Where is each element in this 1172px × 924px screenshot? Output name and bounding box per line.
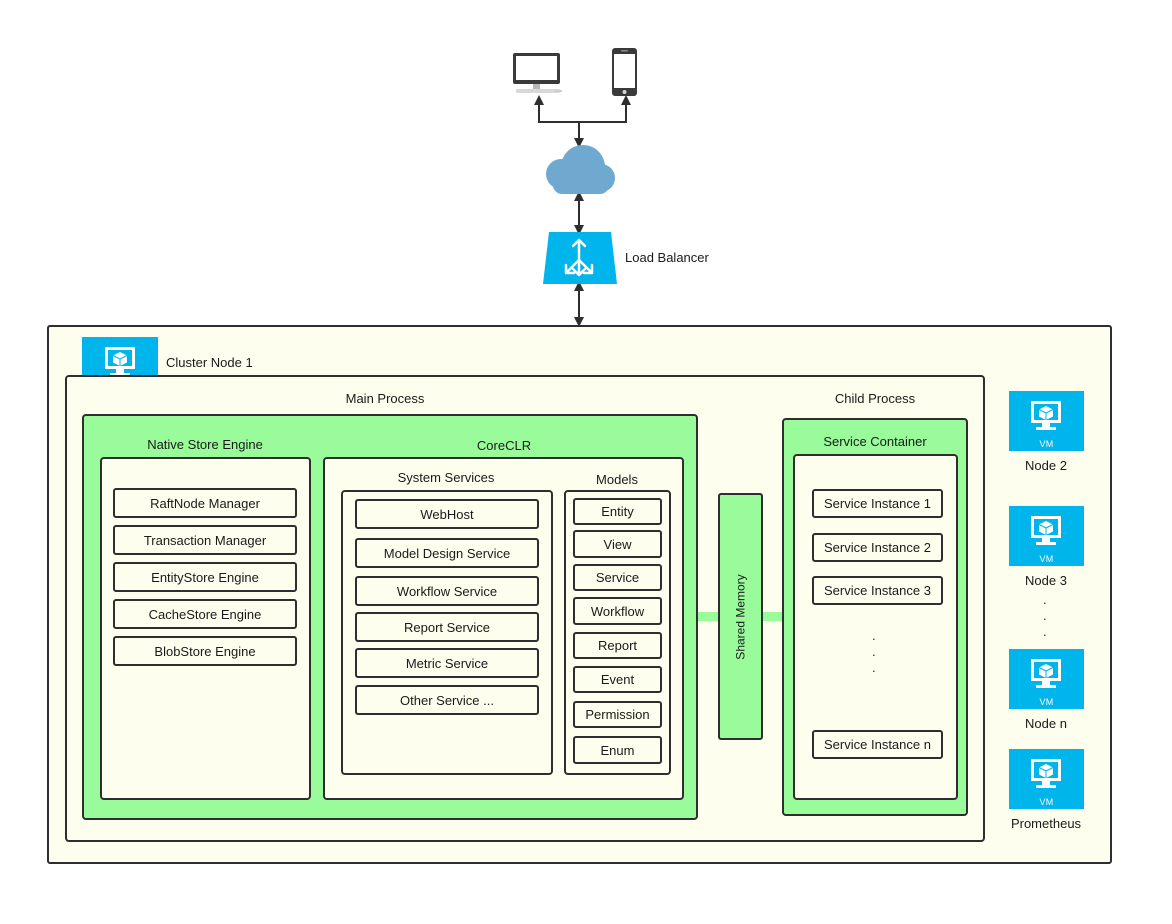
models-title: Models [596,472,638,487]
child-process-label: Child Process [834,391,916,406]
shared-memory-label: Shared Memory [733,573,748,660]
model-item: Workflow [573,597,662,625]
load-balancer-label: Load Balancer [625,250,709,265]
system-services-title: System Services [397,470,495,485]
native-store-item: RaftNode Manager [113,488,297,518]
shared-memory-panel: Shared Memory [718,493,763,740]
node-3-vm-icon: VM [1009,506,1084,566]
native-store-item: CacheStore Engine [113,599,297,629]
nodes-ellipsis: . . . [1043,592,1047,639]
model-item: Enum [573,736,662,764]
system-service-item: Workflow Service [355,576,539,606]
vm-badge: VM [1039,797,1054,807]
native-store-title: Native Store Engine [147,437,263,452]
vm-badge: VM [1039,697,1054,707]
native-store-item: BlobStore Engine [113,636,297,666]
load-balancer-icon [541,232,619,284]
system-service-item: Report Service [355,612,539,642]
service-instance-item: Service Instance 2 [812,533,943,562]
service-instance-item: Service Instance n [812,730,943,759]
cloud-icon [539,144,619,196]
shared-memory-link-left [698,612,719,621]
coreclr-title: CoreCLR [476,438,532,453]
model-item: Event [573,666,662,693]
system-service-item: Other Service ... [355,685,539,715]
system-service-item: Metric Service [355,648,539,678]
model-item: Permission [573,701,662,728]
node-label: Node 3 [1025,573,1067,588]
service-instance-ellipsis: . . . [872,628,876,675]
vm-badge: VM [1039,439,1054,449]
shared-memory-link-right [762,612,783,621]
node-2-vm-icon: VM [1009,391,1084,451]
system-service-item: Model Design Service [355,538,539,568]
system-service-item: WebHost [355,499,539,529]
desktop-icon [512,51,564,97]
prometheus-vm-icon: VM [1009,749,1084,809]
node-label: Prometheus [1010,816,1082,831]
node-label: Node 2 [1025,458,1067,473]
service-instance-item: Service Instance 3 [812,576,943,605]
smartphone-icon [611,47,639,97]
native-store-item: EntityStore Engine [113,562,297,592]
vm-badge: VM [1039,554,1054,564]
node-n-vm-icon: VM [1009,649,1084,709]
service-instance-item: Service Instance 1 [812,489,943,518]
main-process-label: Main Process [345,391,425,406]
model-item: Entity [573,498,662,525]
service-container-title: Service Container [823,434,927,449]
cluster-node-label: Cluster Node 1 [166,355,253,370]
model-item: Report [573,632,662,659]
top-connectors [534,95,631,327]
model-item: Service [573,564,662,591]
native-store-item: Transaction Manager [113,525,297,555]
node-label: Node n [1025,716,1067,731]
model-item: View [573,530,662,558]
